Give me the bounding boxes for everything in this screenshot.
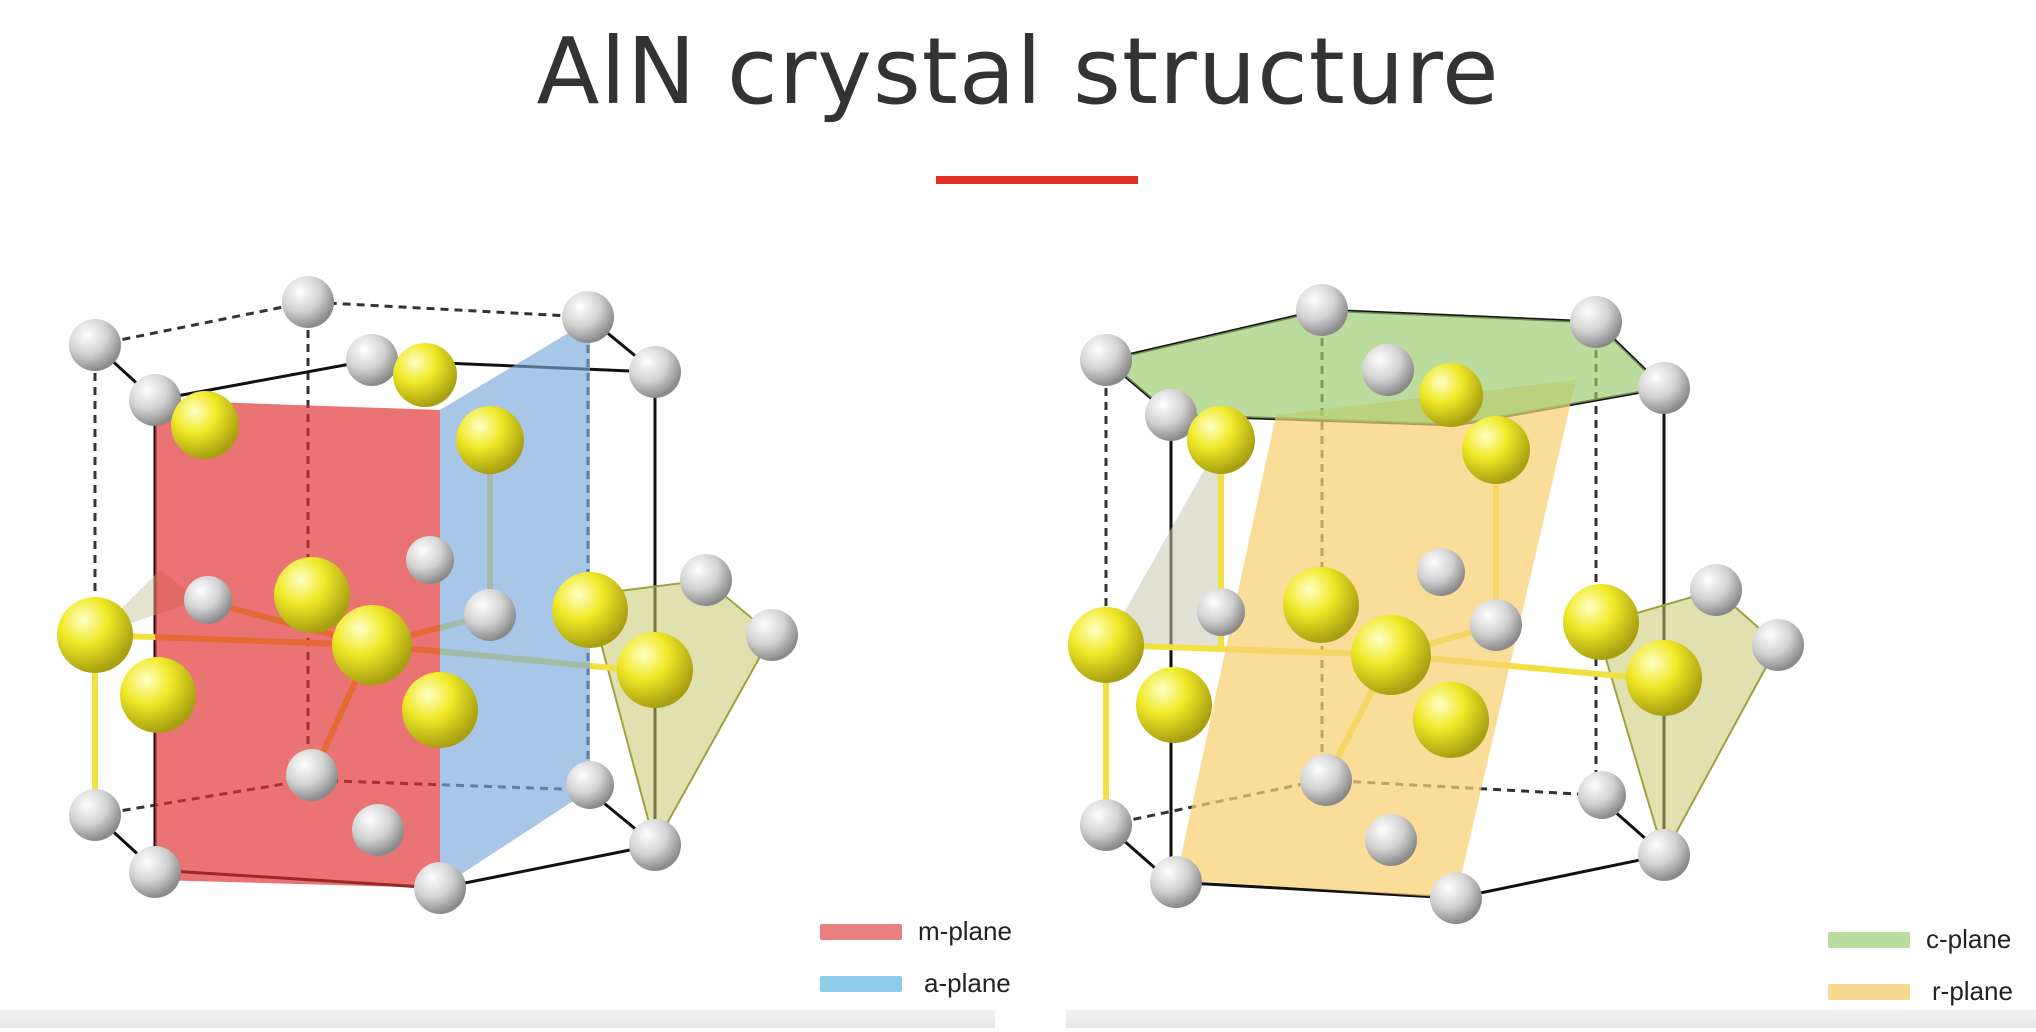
n-atom xyxy=(346,334,398,386)
left-crystal-panel: m-plane a-plane xyxy=(0,260,1012,1000)
n-atom xyxy=(1470,599,1522,651)
al-atom xyxy=(1068,607,1144,683)
n-atom xyxy=(1570,296,1622,348)
n-atom xyxy=(1300,754,1352,806)
c-plane-swatch xyxy=(1828,932,1910,948)
n-atom xyxy=(1197,588,1245,636)
n-atom xyxy=(566,761,614,809)
n-atom xyxy=(69,789,121,841)
legend-label-a-plane: a-plane xyxy=(924,968,1011,998)
n-atom xyxy=(414,862,466,914)
al-atom xyxy=(1462,416,1530,484)
al-atom xyxy=(274,557,350,633)
al-atom xyxy=(171,391,239,459)
al-atom xyxy=(120,657,196,733)
n-atom xyxy=(746,609,798,661)
left-crystal-illustration xyxy=(57,276,798,914)
legend-label-m-plane: m-plane xyxy=(918,916,1012,946)
right-hexagon-dashed-edges xyxy=(1104,310,1598,827)
al-atom xyxy=(456,406,524,474)
m-plane-swatch xyxy=(820,924,902,940)
n-atom xyxy=(1296,284,1348,336)
legend-label-r-plane: r-plane xyxy=(1932,976,2013,1006)
right-atoms xyxy=(1068,284,1804,924)
n-atom xyxy=(1365,814,1417,866)
al-atom xyxy=(552,572,628,648)
al-atom xyxy=(57,597,133,673)
n-atom xyxy=(629,346,681,398)
al-atom xyxy=(1563,584,1639,660)
n-atom xyxy=(1638,829,1690,881)
right-tetrahedron-back xyxy=(1106,440,1221,650)
n-atom xyxy=(1145,389,1197,441)
right-crystal-panel: c-plane r-plane xyxy=(1036,260,2036,1006)
al-atom xyxy=(1626,640,1702,716)
n-atom xyxy=(629,819,681,871)
n-atom xyxy=(562,291,614,343)
diagram-title: AlN crystal structure xyxy=(536,18,1500,125)
n-atom xyxy=(1690,564,1742,616)
n-atom xyxy=(1080,334,1132,386)
al-atom xyxy=(1187,406,1255,474)
legend-label-c-plane: c-plane xyxy=(1926,924,2012,954)
n-atom xyxy=(1362,344,1414,396)
n-atom xyxy=(1080,799,1132,851)
al-atom xyxy=(1136,667,1212,743)
n-atom xyxy=(680,554,732,606)
n-atom xyxy=(352,804,404,856)
al-atom xyxy=(1419,363,1483,427)
al-atom xyxy=(393,343,457,407)
right-crystal-illustration xyxy=(1068,284,1804,924)
n-atom xyxy=(1150,856,1202,908)
m-plane xyxy=(155,400,440,888)
n-atom xyxy=(69,319,121,371)
n-atom xyxy=(1430,872,1482,924)
n-atom xyxy=(282,276,334,328)
n-atom xyxy=(1752,619,1804,671)
n-atom xyxy=(1638,362,1690,414)
n-atom xyxy=(406,536,454,584)
al-atom xyxy=(1283,567,1359,643)
r-plane-swatch xyxy=(1828,984,1910,1000)
a-plane-swatch xyxy=(820,976,902,992)
al-atom xyxy=(1413,682,1489,758)
left-card-shadow xyxy=(0,1010,995,1028)
al-atom xyxy=(332,605,412,685)
al-atom xyxy=(1351,615,1431,695)
n-atom xyxy=(1578,771,1626,819)
n-atom xyxy=(184,576,232,624)
n-atom xyxy=(129,374,181,426)
n-atom xyxy=(464,589,516,641)
title-underline xyxy=(936,176,1138,184)
n-atom xyxy=(129,846,181,898)
al-atom xyxy=(402,672,478,748)
n-atom xyxy=(1417,548,1465,596)
left-atoms xyxy=(57,276,798,914)
al-atom xyxy=(617,632,693,708)
n-atom xyxy=(286,749,338,801)
right-card-shadow xyxy=(1066,1010,2036,1028)
